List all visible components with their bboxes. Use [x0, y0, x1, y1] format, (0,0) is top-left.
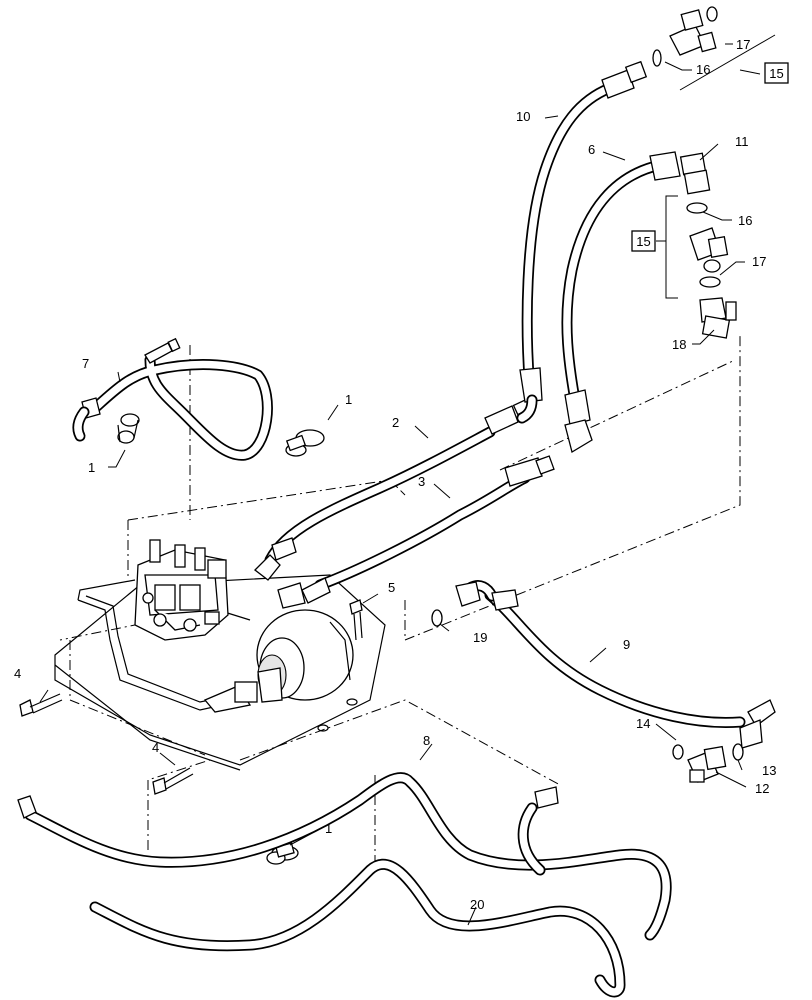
hose-6 [561, 151, 681, 454]
callout-18: 18 [672, 337, 686, 352]
elbow-fitting-12 [687, 745, 727, 783]
callout-7: 7 [82, 356, 89, 371]
hose-3 [277, 455, 555, 609]
hose-8 [17, 772, 672, 941]
o-ring-19 [431, 609, 443, 627]
assembly-guide-lines [59, 335, 741, 870]
callout-3: 3 [418, 474, 425, 489]
hose-20 [89, 858, 626, 998]
kit-label-15-mid: 15 [636, 234, 650, 249]
hose-2 [254, 398, 532, 581]
hose-9 [455, 580, 776, 749]
tee-fitting-mid [689, 227, 729, 273]
callout-4-b: 4 [152, 740, 159, 755]
tee-fitting-top [669, 9, 717, 56]
hose-7 [72, 337, 273, 461]
callout-13: 13 [762, 763, 776, 778]
callout-16-mid: 16 [738, 213, 752, 228]
callout-20: 20 [470, 897, 484, 912]
callout-16-top: 16 [696, 62, 710, 77]
callout-1-a: 1 [88, 460, 95, 475]
kit-bracket-mid: 15 [631, 195, 678, 299]
hose-clamp-c [266, 842, 299, 865]
hose-10 [516, 60, 648, 424]
callout-9: 9 [623, 637, 630, 652]
callout-17-top: 17 [736, 37, 750, 52]
accumulator [203, 609, 354, 713]
callout-12: 12 [755, 781, 769, 796]
o-ring-16-mid [686, 202, 708, 214]
callout-1-b: 1 [345, 392, 352, 407]
o-ring-13 [732, 743, 744, 761]
callout-17-mid: 17 [752, 254, 766, 269]
bolt-5 [349, 593, 379, 641]
elbow-fitting-11 [679, 152, 711, 195]
o-ring-14 [672, 744, 684, 760]
o-ring-16-top [652, 49, 662, 67]
o-ring-17-mid [699, 276, 721, 288]
callout-11: 11 [735, 134, 749, 149]
leader-lines [108, 43, 747, 926]
callout-6: 6 [588, 142, 595, 157]
hose-clamp-b [285, 429, 325, 457]
callout-19: 19 [473, 630, 487, 645]
callout-5: 5 [388, 580, 395, 595]
callout-1-c: 1 [325, 821, 332, 836]
kit-label-15-top: 15 [769, 66, 783, 81]
callout-14: 14 [636, 716, 650, 731]
callout-4-a: 4 [14, 666, 21, 681]
callout-10: 10 [516, 109, 530, 124]
bolt-4-upper [19, 689, 63, 717]
kit-bracket-top: 15 [679, 34, 789, 91]
callout-numbers: 17 16 10 6 11 16 17 18 7 1 1 2 3 5 9 19 … [14, 37, 776, 912]
control-valve-block [134, 539, 229, 641]
hose-clamp-a [117, 413, 140, 444]
bolt-4-lower [152, 767, 194, 795]
o-ring-17-top [706, 6, 718, 22]
callout-2: 2 [392, 415, 399, 430]
callout-8: 8 [423, 733, 430, 748]
elbow-fitting-18 [699, 297, 737, 339]
